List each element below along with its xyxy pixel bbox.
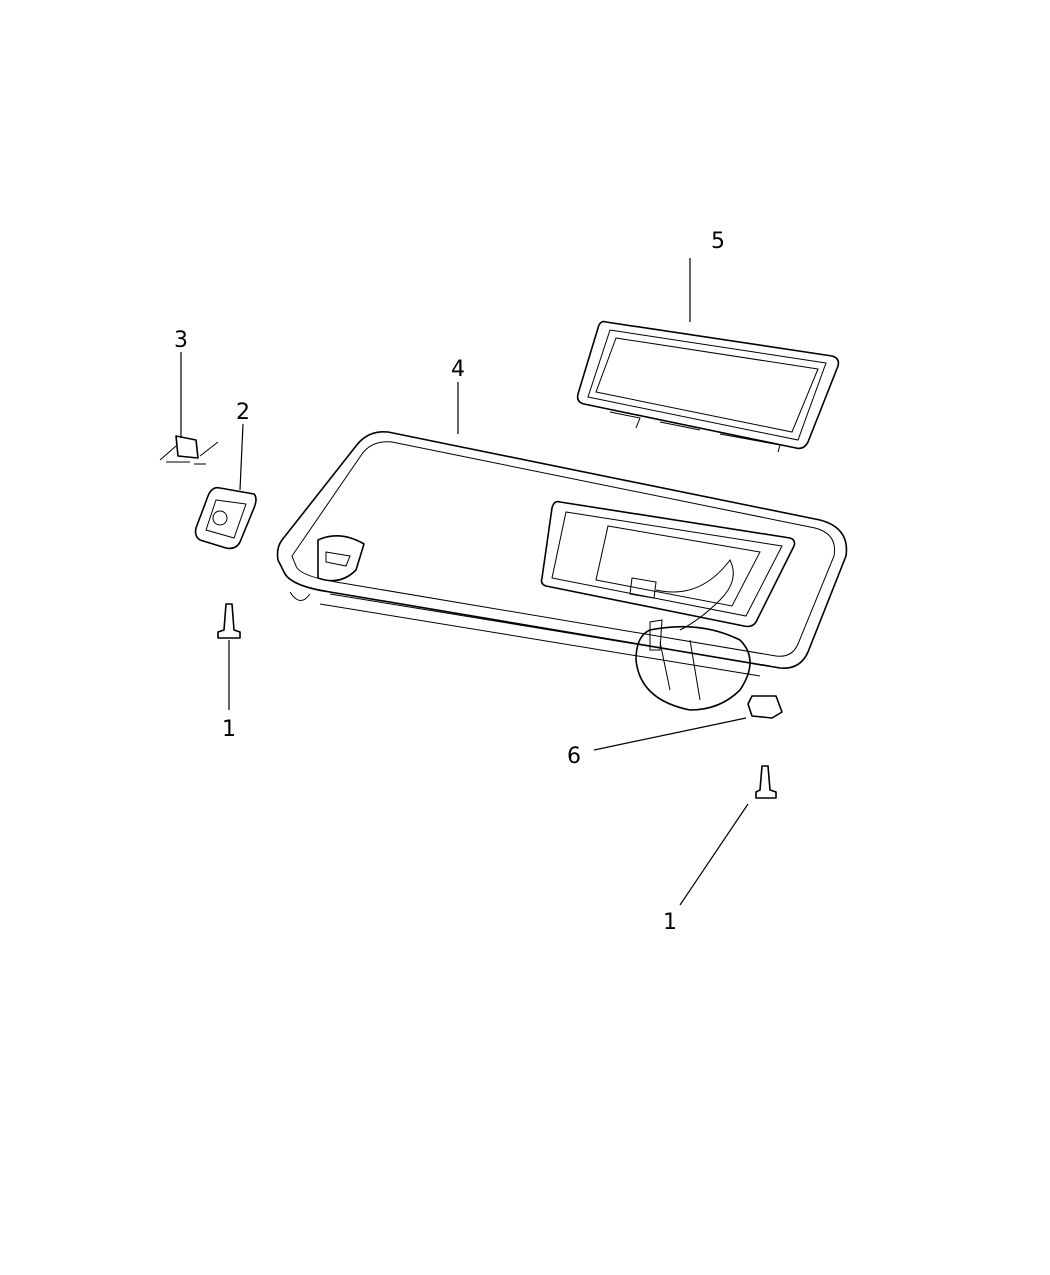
callout-6: 6: [567, 744, 581, 769]
part-4-sun-visor: [276, 430, 848, 711]
part-2-bracket: [194, 486, 257, 550]
callout-1-right: 1: [663, 910, 677, 935]
leader-line-1b: [679, 803, 749, 906]
part-1-screw-left: [217, 603, 241, 639]
callout-5: 5: [711, 229, 725, 254]
part-1-screw-right: [755, 765, 777, 799]
callout-1-left: 1: [222, 717, 236, 742]
part-3-clip: [159, 435, 219, 465]
part-5-mirror-cover: [576, 320, 840, 453]
part-6-clip: [747, 695, 783, 719]
leader-line-2: [239, 423, 244, 491]
callout-3: 3: [174, 328, 188, 353]
leader-line-6: [593, 717, 747, 751]
callout-2: 2: [236, 400, 250, 425]
callout-4: 4: [451, 357, 465, 382]
